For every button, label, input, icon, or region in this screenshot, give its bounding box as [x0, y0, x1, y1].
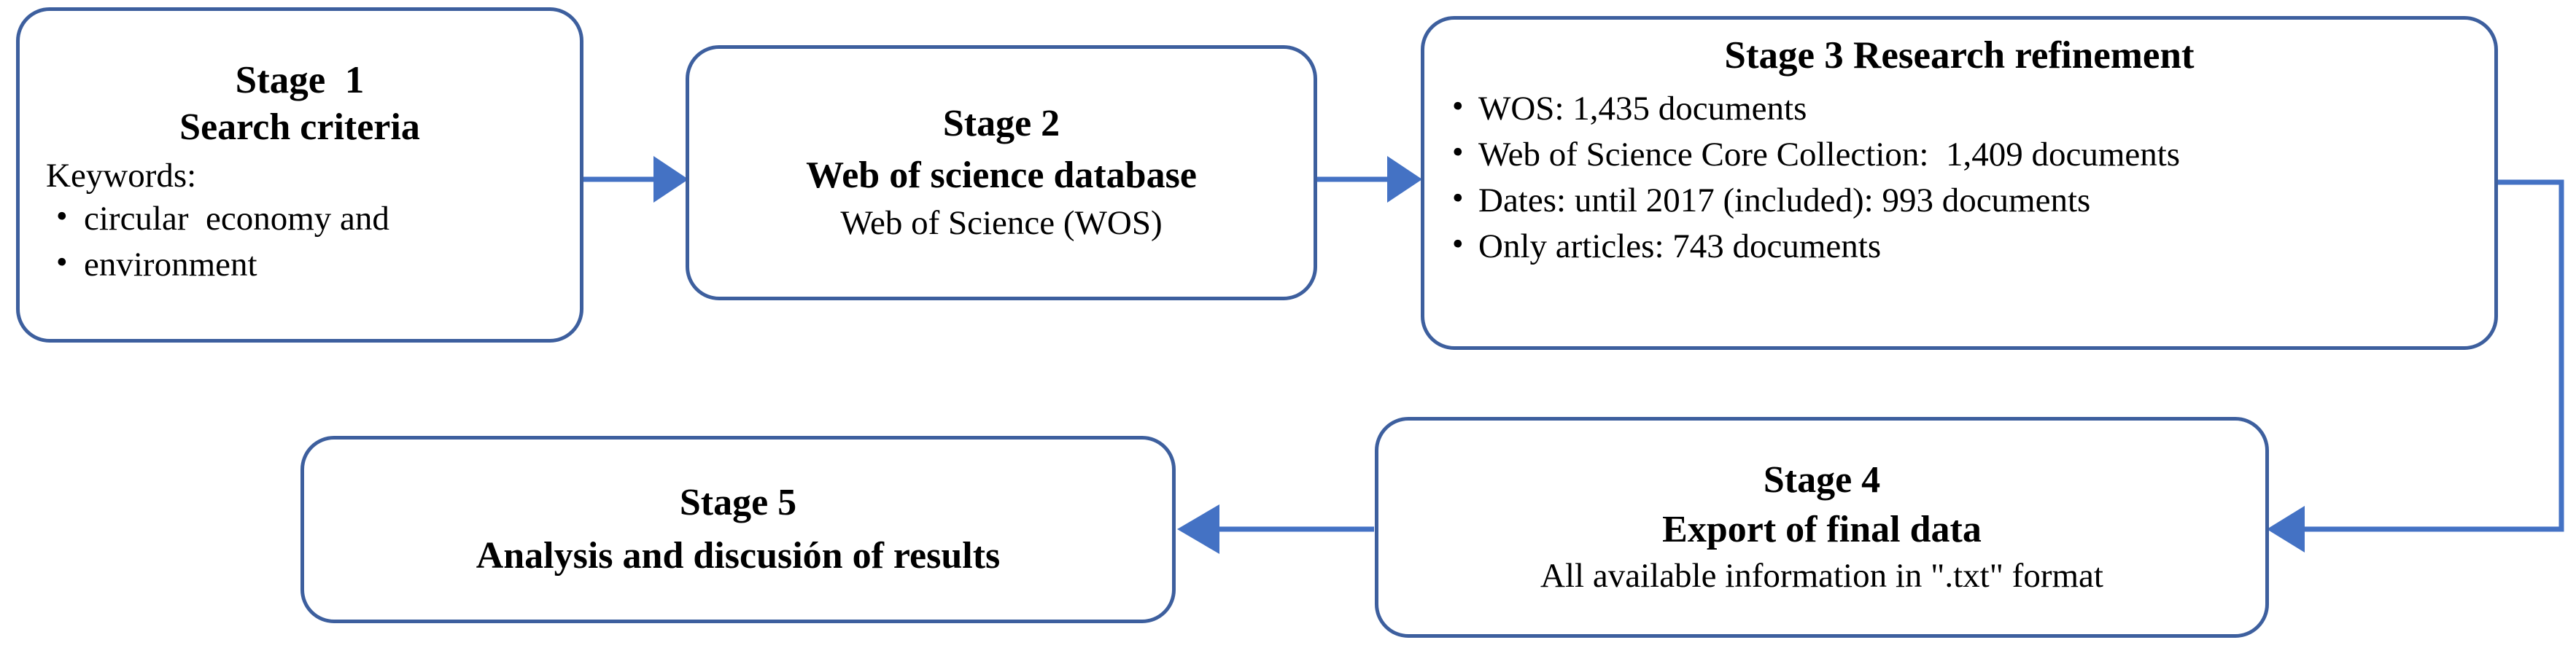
stage-1-keyword-list: circular economy and environment [39, 195, 561, 288]
stage-2-detail: Web of Science (WOS) [840, 203, 1163, 242]
stage-box-1[interactable]: Stage 1 Search criteria Keywords: circul… [16, 7, 583, 343]
connector-stage2-to-stage3 [1317, 156, 1422, 203]
list-item: circular economy and [39, 195, 561, 242]
stage-1-keywords-label: Keywords: [46, 156, 197, 195]
connector-stage1-to-stage2 [582, 156, 688, 203]
stage-5-subtitle: Analysis and discusión of results [476, 534, 1001, 577]
stage-box-4[interactable]: Stage 4 Export of final data All availab… [1375, 417, 2269, 638]
stage-3-refinement-list: WOS: 1,435 documents Web of Science Core… [1445, 85, 2474, 270]
list-item: Only articles: 743 documents [1445, 222, 2474, 270]
stage-4-title: Stage 4 [1763, 458, 1881, 501]
stage-1-subtitle: Search criteria [179, 106, 420, 149]
list-item: WOS: 1,435 documents [1445, 85, 2474, 132]
connector-stage4-to-stage5 [1177, 504, 1374, 554]
stage-2-title: Stage 2 [942, 103, 1060, 145]
stage-box-5[interactable]: Stage 5 Analysis and discusión of result… [300, 436, 1176, 623]
stage-1-title: Stage 1 [235, 58, 365, 101]
stage-3-title: Stage 3 Research refinement [1724, 34, 2195, 77]
stage-box-3[interactable]: Stage 3 Research refinement WOS: 1,435 d… [1421, 16, 2498, 350]
stage-4-subtitle: Export of final data [1662, 509, 1982, 551]
list-item: Dates: until 2017 (included): 993 docume… [1445, 176, 2474, 224]
stage-2-subtitle: Web of science database [806, 154, 1197, 196]
stage-4-detail: All available information in ".txt" form… [1540, 557, 2103, 596]
list-item: environment [39, 241, 561, 288]
list-item: Web of Science Core Collection: 1,409 do… [1445, 130, 2474, 178]
stage-5-title: Stage 5 [679, 482, 797, 524]
stage-box-2[interactable]: Stage 2 Web of science database Web of S… [686, 45, 1317, 300]
